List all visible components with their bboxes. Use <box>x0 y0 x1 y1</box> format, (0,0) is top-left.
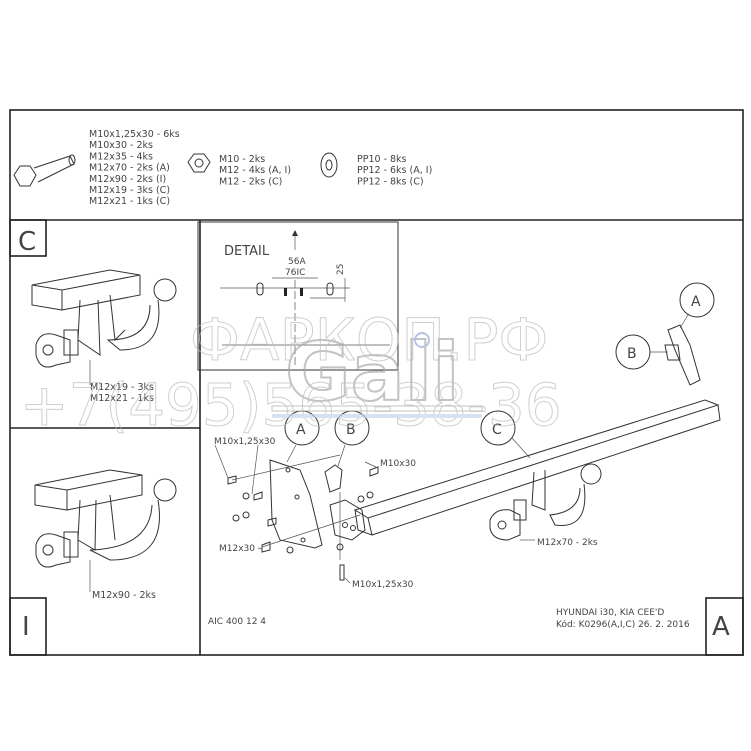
bolts-item: M12x90 - 2ks (I) <box>89 174 166 185</box>
callout-a-right: A <box>691 294 701 310</box>
bolts-item: M12x35 - 4ks <box>89 151 153 162</box>
label-m10x125x30-bottom: M10x1,25x30 <box>352 580 414 590</box>
label-m12x30: M12x30 <box>219 544 255 554</box>
vehicle-model: HYUNDAI i30, KIA CEE'D <box>556 608 664 618</box>
detail-dim-56a: 56A <box>288 257 306 267</box>
watermark-site: ФАРКОП.РФ <box>190 306 548 374</box>
callout-c: C <box>492 422 502 438</box>
label-m10x30: M10x30 <box>380 459 416 469</box>
drawing-number: AIC 400 12 4 <box>208 617 266 627</box>
detail-box <box>197 221 399 371</box>
panel-c-label-2: M12x21 - 1ks <box>90 393 154 404</box>
callout-b-left: B <box>346 422 356 438</box>
panel-c-towbar-drawing <box>31 269 177 385</box>
panel-c-label-1: M12x19 - 3ks <box>90 382 154 393</box>
bolts-item: M12x70 - 2ks (A) <box>89 163 170 174</box>
callout-b-right: B <box>627 346 637 362</box>
detail-dim-25: 25 <box>336 264 346 275</box>
variant-letter-box <box>705 597 744 656</box>
bolt-icon <box>13 154 76 187</box>
washers-item: PP12 - 8ks (C) <box>357 176 424 187</box>
variant-letter: A <box>712 612 730 642</box>
towbar-main-drawing <box>214 282 721 584</box>
nut-icon <box>187 153 211 173</box>
washers-item: PP10 - 8ks <box>357 154 407 165</box>
washers-item: PP12 - 6ks (A, I) <box>357 165 432 176</box>
panel-i-towbar-drawing <box>34 469 177 592</box>
label-m10x125x30-top: M10x1,25x30 <box>214 437 276 447</box>
detail-dim-76ic: 76IC <box>285 268 305 278</box>
watermark: ФАРКОП.РФ +7(495)565-38-36 Gali <box>20 306 563 440</box>
washer-icon <box>320 152 338 178</box>
nuts-item: M12 - 4ks (A, I) <box>219 165 291 176</box>
watermark-phone: +7(495)565-38-36 <box>20 371 562 439</box>
bolts-item: M12x19 - 3ks (C) <box>89 185 170 196</box>
nuts-item: M10 - 2ks <box>219 154 265 165</box>
panel-i-letter-box <box>9 597 47 656</box>
nuts-item: M12 - 2ks (C) <box>219 176 282 187</box>
bolts-item: M10x1,25x30 - 6ks <box>89 129 180 140</box>
panel-i-letter: I <box>22 612 30 642</box>
bolts-item: M10x30 - 2ks <box>89 140 153 151</box>
product-code-date: Kód: K0296(A,I,C) 26. 2. 2016 <box>556 619 690 630</box>
callout-a-left: A <box>296 422 306 438</box>
bolts-item: M12x21 - 1ks (C) <box>89 196 170 207</box>
label-m12x70: M12x70 - 2ks <box>537 538 598 548</box>
panel-i-label: M12x90 - 2ks <box>92 590 156 601</box>
detail-title: DETAIL <box>224 244 270 259</box>
panel-c-letter-box <box>9 219 47 257</box>
outer-frame <box>9 109 744 656</box>
galia-logo: Gali <box>285 326 460 419</box>
detail-drawing <box>220 230 390 365</box>
panel-c-letter: C <box>18 227 36 257</box>
